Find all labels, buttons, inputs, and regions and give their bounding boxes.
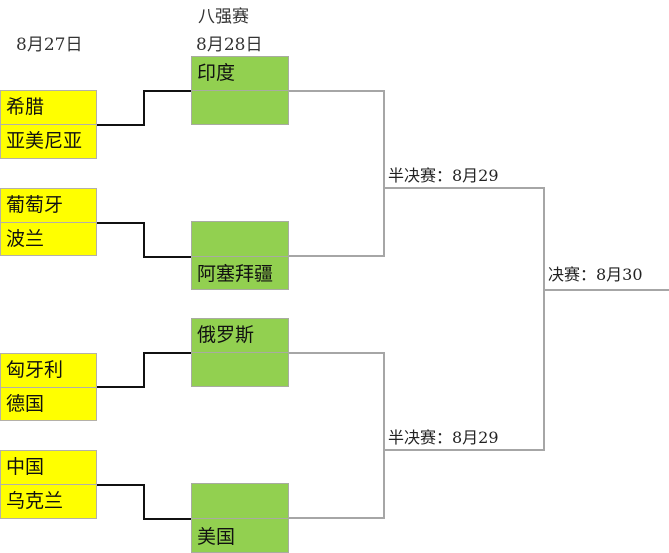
final-label: 决赛：8月30 (548, 265, 643, 284)
quarterfinal-seed-cell[interactable]: 印度 (191, 56, 289, 91)
connector-line (143, 222, 145, 258)
quarterfinal-seed-cell[interactable]: 俄罗斯 (191, 318, 289, 353)
bracket-line (383, 90, 385, 257)
connector-line (143, 90, 191, 92)
team-cell[interactable]: 亚美尼亚 (0, 124, 97, 159)
team-cell[interactable]: 德国 (0, 387, 97, 421)
semifinal-label: 半决赛：8月29 (388, 166, 499, 185)
bracket-line (289, 517, 385, 519)
bracket-line (543, 289, 669, 291)
bracket-line (289, 255, 385, 257)
bracket-line (383, 352, 385, 519)
connector-line (143, 484, 145, 520)
team-cell[interactable]: 匈牙利 (0, 353, 97, 388)
connector-line (97, 484, 145, 486)
team-cell[interactable]: 乌克兰 (0, 484, 97, 519)
quarterfinal-winner-slot[interactable] (191, 352, 289, 387)
quarterfinal-winner-slot[interactable] (191, 483, 289, 519)
connector-line (97, 222, 145, 224)
bracket-line (543, 187, 545, 451)
bracket-line (289, 352, 385, 354)
connector-line (143, 352, 191, 354)
connector-line (143, 90, 145, 126)
connector-line (97, 124, 145, 126)
connector-line (97, 386, 145, 388)
bracket-line (383, 449, 545, 451)
bracket-line (289, 90, 385, 92)
round16-date-header: 8月27日 (16, 35, 83, 55)
quarterfinal-seed-cell[interactable]: 美国 (191, 518, 289, 553)
semifinal-label: 半决赛：8月29 (388, 428, 499, 447)
team-cell[interactable]: 中国 (0, 450, 97, 485)
connector-line (143, 352, 145, 388)
connector-line (143, 256, 191, 258)
connector-line (143, 518, 191, 520)
team-cell[interactable]: 葡萄牙 (0, 188, 97, 223)
quarterfinal-seed-cell[interactable]: 阿塞拜疆 (191, 256, 289, 290)
team-cell[interactable]: 波兰 (0, 222, 97, 256)
quarterfinal-winner-slot[interactable] (191, 221, 289, 257)
quarterfinal-winner-slot[interactable] (191, 90, 289, 125)
bracket-line (383, 187, 545, 189)
team-cell[interactable]: 希腊 (0, 90, 97, 125)
quarterfinal-title: 八强赛 (198, 7, 249, 27)
quarterfinal-date-header: 8月28日 (196, 35, 263, 55)
